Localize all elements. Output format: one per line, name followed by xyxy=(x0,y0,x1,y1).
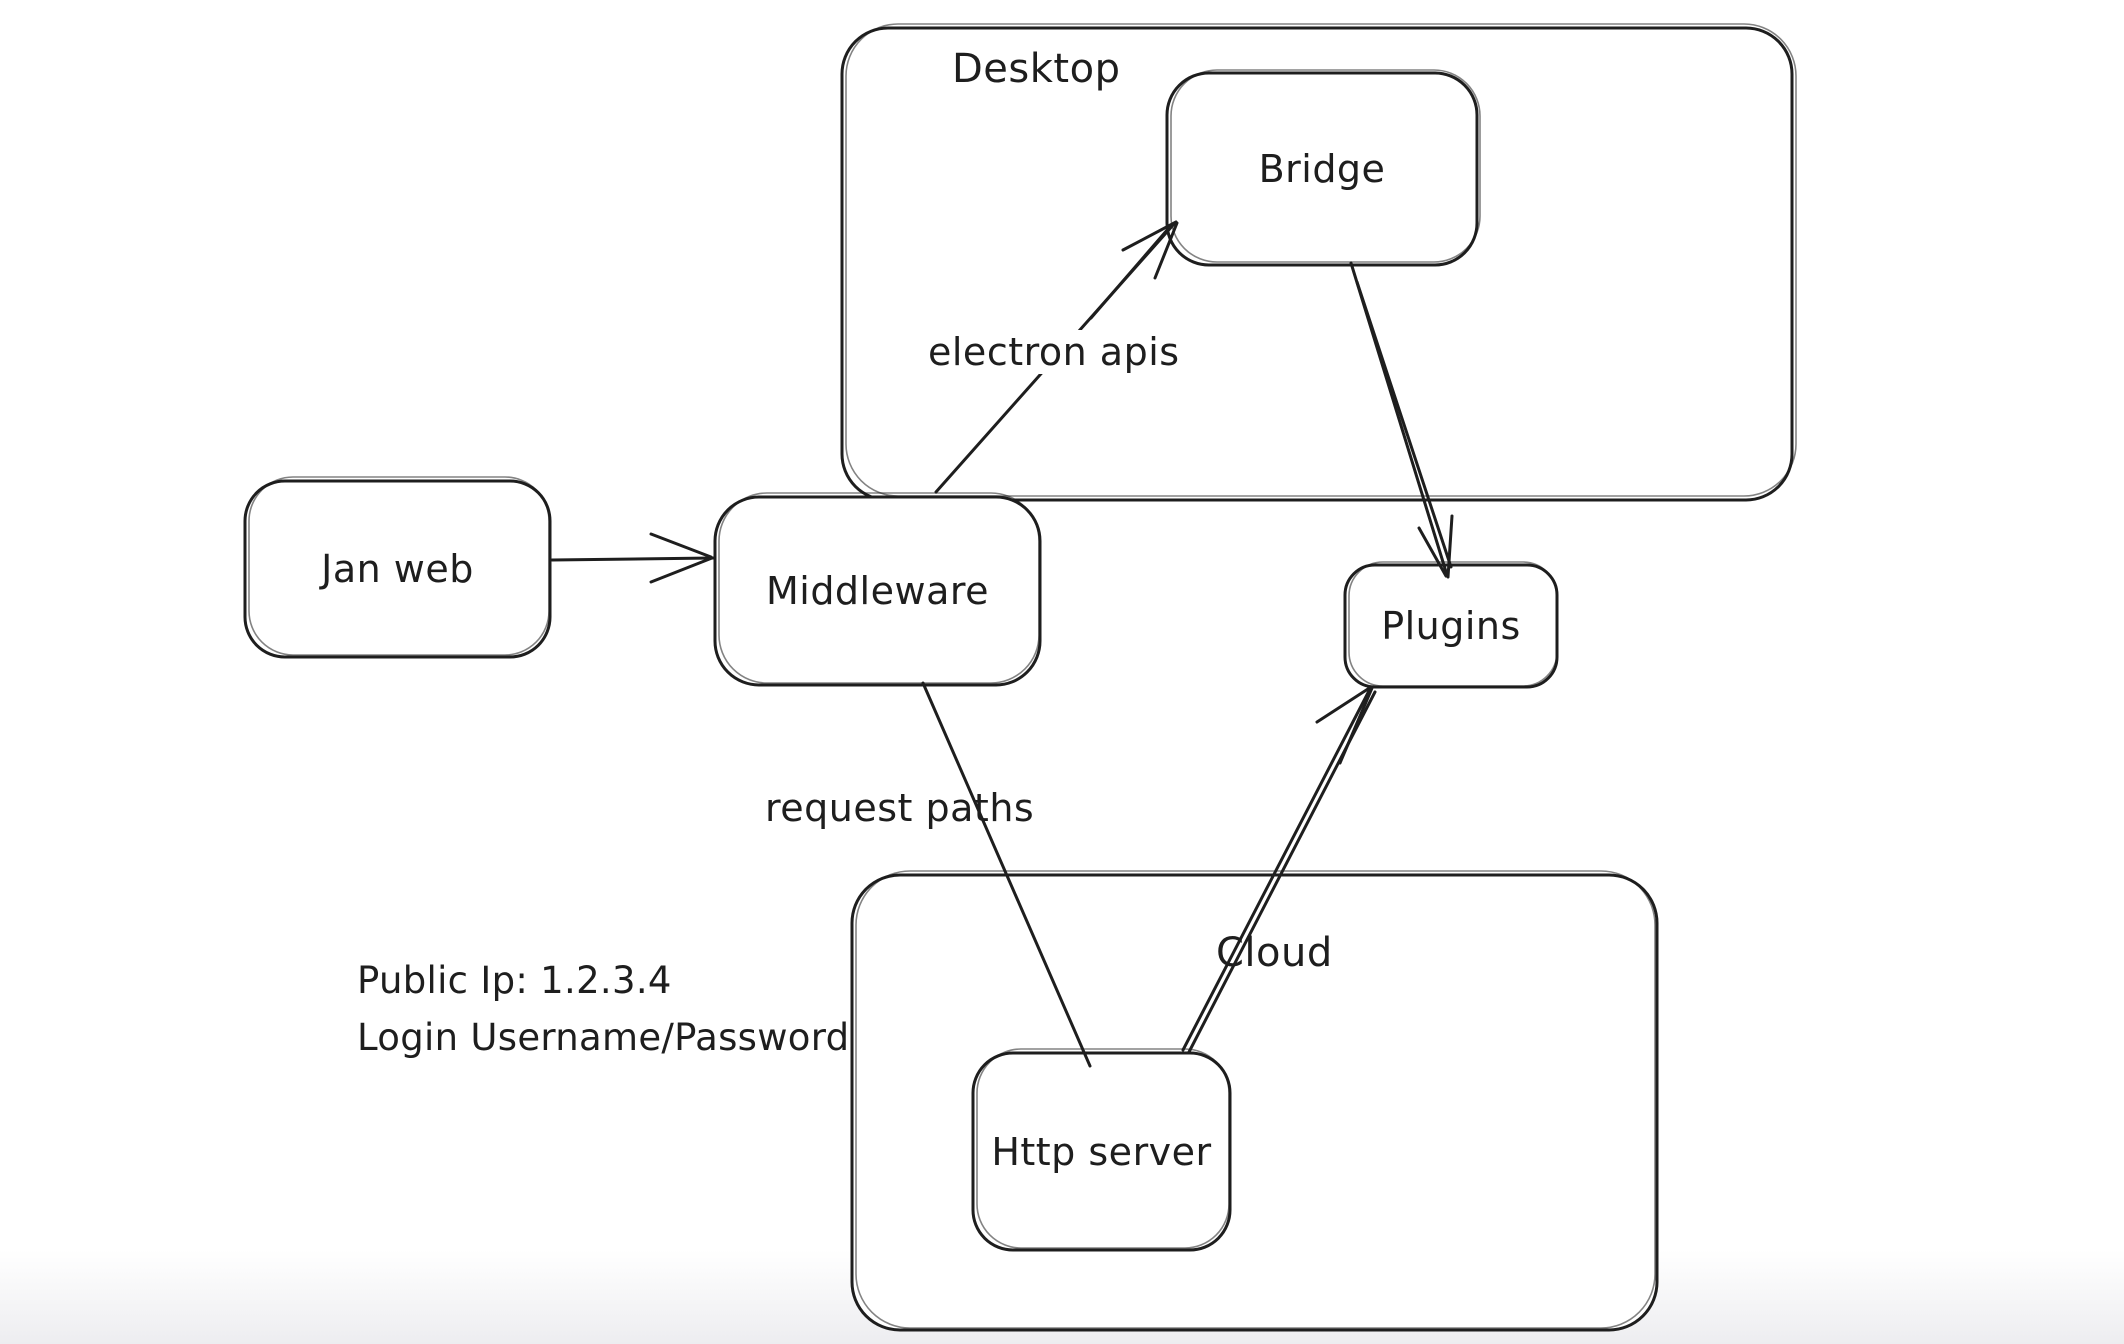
arrow-bridge-to-plugins[interactable] xyxy=(1349,261,1454,579)
desktop-container-box-sketch xyxy=(845,23,1797,497)
bridge-node-box[interactable] xyxy=(1165,71,1479,267)
http-server-node-box-sketch xyxy=(976,1048,1230,1249)
arrow-janweb-to-middleware[interactable] xyxy=(550,532,715,584)
login-text: Login Username/Password xyxy=(357,1016,850,1059)
jan-web-node-box-sketch xyxy=(248,476,550,656)
credentials-annotation: Public Ip: 1.2.3.4 Login Username/Passwo… xyxy=(357,952,849,1066)
jan-web-node-box[interactable] xyxy=(243,479,552,659)
middleware-node-box-sketch xyxy=(718,492,1040,684)
public-ip-text: Public Ip: 1.2.3.4 xyxy=(357,959,672,1002)
http-server-node-box[interactable] xyxy=(971,1051,1232,1252)
desktop-container-label: Desktop xyxy=(952,46,1121,92)
arrow-httpserver-to-plugins[interactable] xyxy=(1181,685,1377,1054)
edge-label-request-paths: request paths xyxy=(765,786,1035,830)
cloud-container-box-sketch xyxy=(855,870,1656,1329)
bridge-node-box-sketch xyxy=(1170,69,1481,263)
cloud-container-label: Cloud xyxy=(1216,930,1333,976)
plugins-node-box[interactable] xyxy=(1343,563,1559,689)
line-middleware-to-httpserver[interactable] xyxy=(921,681,1092,1068)
middleware-node-box[interactable] xyxy=(713,495,1042,687)
plugins-node-box-sketch xyxy=(1348,561,1558,687)
edge-label-electron-apis: electron apis xyxy=(924,330,1184,374)
